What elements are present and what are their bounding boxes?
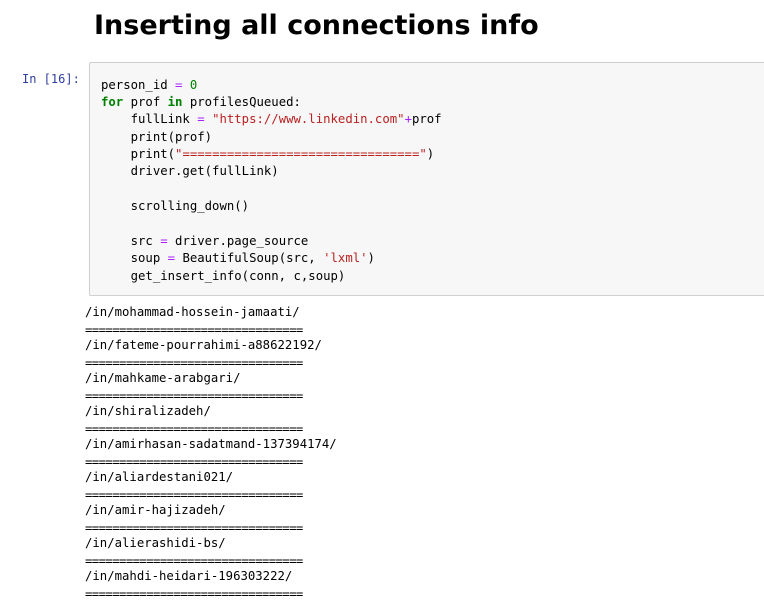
code-token [182, 78, 189, 92]
code-token: ) [426, 147, 435, 161]
code-token: ) [367, 251, 375, 265]
operator-token: + [404, 112, 412, 126]
string-token: 'lxml' [323, 251, 368, 265]
string-token: "================================" [175, 147, 427, 161]
code-line: soup = BeautifulSoup(src, 'lxml') [101, 250, 375, 266]
code-line: driver.get(fullLink) [101, 163, 279, 179]
output-separator: ================================ [85, 554, 303, 568]
output-line: /in/fateme-pourrahimi-a88622192/ [85, 338, 322, 352]
code-token: src [101, 234, 161, 248]
cell-prompt: In [16]: [22, 72, 80, 86]
code-token: driver.page_source [167, 234, 309, 248]
code-line: get_insert_info(conn, c,soup) [101, 268, 346, 284]
code-line: fullLink = "https://www.linkedin.com"+pr… [101, 111, 442, 127]
code-token: get_insert_info(conn, c,soup) [101, 269, 346, 283]
code-token: driver.get(fullLink) [101, 164, 279, 178]
output-separator: ================================ [85, 455, 303, 469]
keyword-token: for [101, 95, 124, 109]
section-heading: Inserting all connections info [94, 10, 539, 41]
operator-token: = [175, 78, 183, 92]
code-line: print("================================"… [101, 146, 435, 162]
code-token: person_id [101, 78, 176, 92]
code-token: prof [411, 112, 442, 126]
operator-token: = [197, 112, 205, 126]
code-token: scrolling_down() [101, 199, 250, 213]
output-separator: ================================ [85, 323, 303, 337]
operator-token: = [167, 251, 176, 265]
code-token [205, 112, 212, 126]
number-token: 0 [189, 78, 198, 92]
output-separator: ================================ [85, 422, 303, 436]
code-token: profilesQueued: [182, 95, 301, 109]
output-line: /in/mahdi-heidari-196303222/ [85, 569, 293, 583]
output-separator: ================================ [85, 389, 303, 403]
code-token: print(prof) [101, 130, 213, 144]
code-cell-input[interactable]: person_id = 0 for prof in profilesQueued… [89, 62, 764, 296]
output-separator: ================================ [85, 488, 303, 502]
output-line: /in/alierashidi-bs/ [85, 536, 226, 550]
keyword-token: in [167, 95, 183, 109]
output-line: /in/amir-hajizadeh/ [85, 503, 226, 517]
operator-token: = [160, 234, 168, 248]
output-line: /in/aliardestani021/ [85, 470, 234, 484]
output-separator: ================================ [85, 587, 303, 601]
code-line: print(prof) [101, 129, 212, 145]
output-separator: ================================ [85, 521, 303, 535]
code-line: for prof in profilesQueued: [101, 94, 301, 110]
output-line: /in/shiralizadeh/ [85, 404, 211, 418]
code-line: src = driver.page_source [101, 233, 309, 249]
output-line: /in/mohammad-hossein-jamaati/ [85, 305, 300, 319]
code-token: BeautifulSoup(src, [175, 251, 324, 265]
string-token: "https://www.linkedin.com" [212, 112, 405, 126]
code-token: print( [101, 147, 176, 161]
code-token: fullLink [101, 112, 198, 126]
output-line: /in/amirhasan-sadatmand-137394174/ [85, 437, 337, 451]
code-line: scrolling_down() [101, 198, 249, 214]
code-token: soup [101, 251, 168, 265]
output-separator: ================================ [85, 356, 303, 370]
output-line: /in/mahkame-arabgari/ [85, 371, 241, 385]
code-line: person_id = 0 [101, 77, 197, 93]
code-token: prof [123, 95, 168, 109]
